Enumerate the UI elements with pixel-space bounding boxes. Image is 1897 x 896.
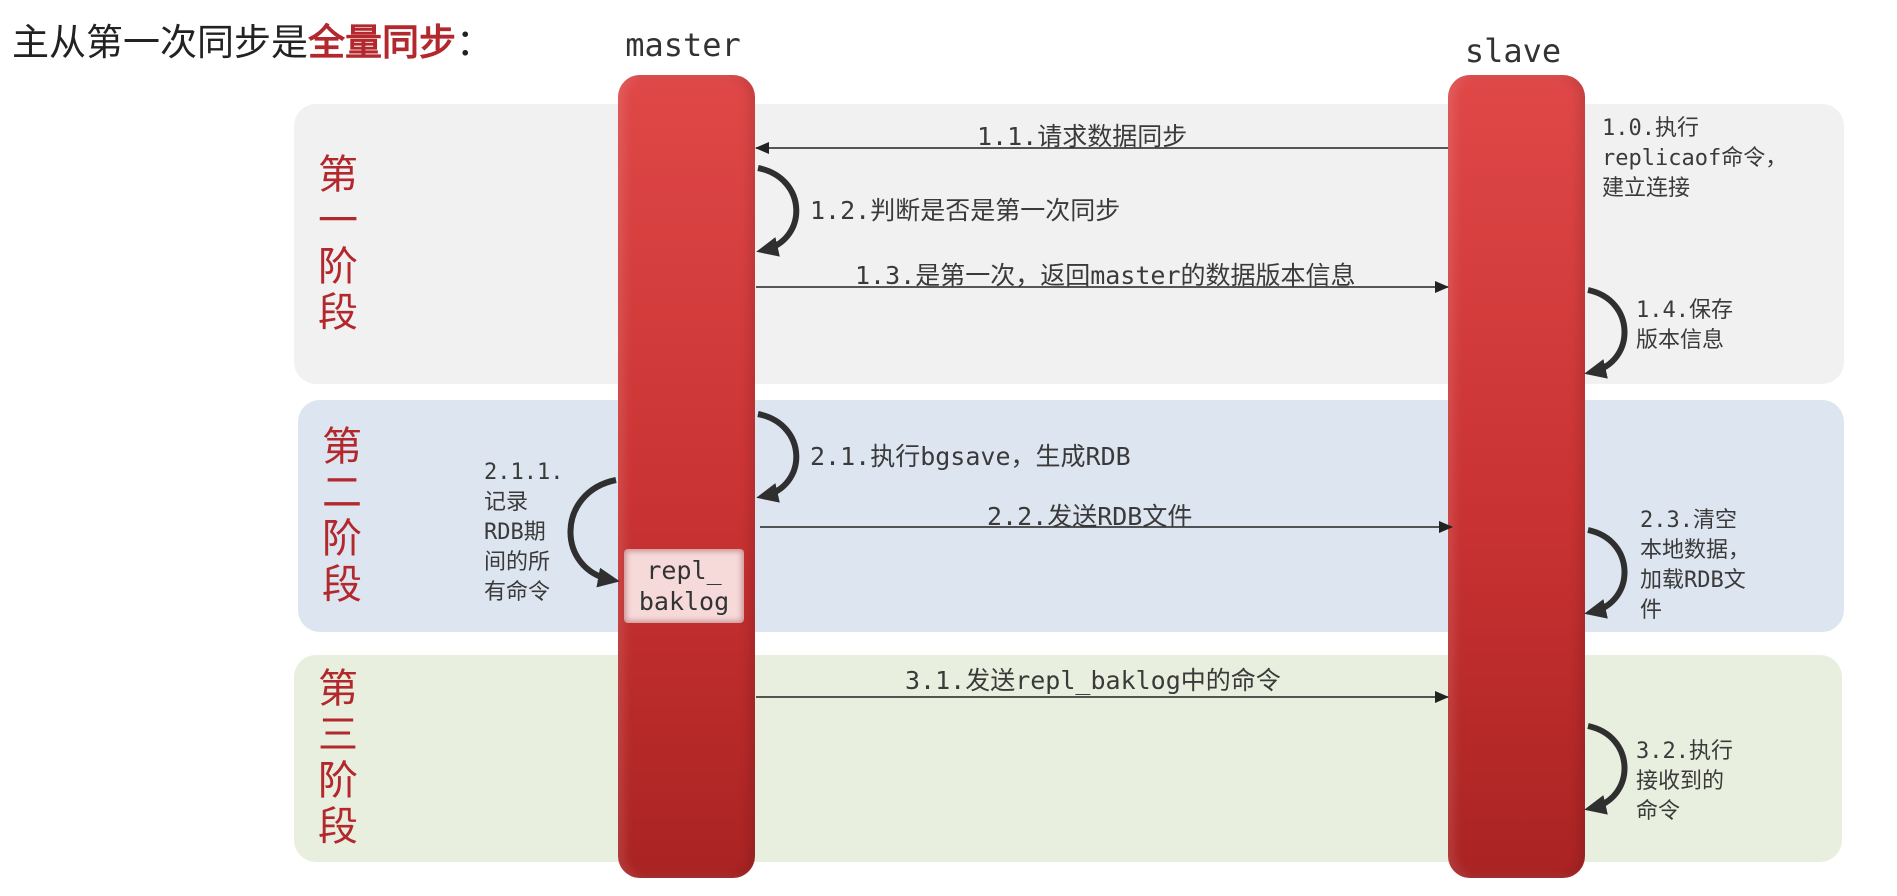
- note-3-2: 3.2.执行 接收到的 命令: [1636, 737, 1733, 827]
- message-1-2: 1.2.判断是否是第一次同步: [810, 196, 1121, 225]
- title-prefix: 主从第一次同步是: [12, 21, 308, 64]
- phase-3-char: 段: [318, 804, 358, 850]
- title-highlight: 全量同步: [308, 21, 456, 64]
- buffer-label: baklog: [638, 587, 730, 616]
- phase-1-char: 第: [318, 152, 358, 198]
- note-1-0: 1.0.执行 replicaof命令， 建立连接: [1602, 114, 1787, 204]
- message-3-1: 3.1.发送repl_baklog中的命令: [905, 666, 1281, 695]
- note-line: 建立连接: [1602, 176, 1691, 201]
- phase-1-char: 阶: [318, 244, 358, 290]
- note-line: 版本信息: [1636, 328, 1725, 353]
- note-line: replicaof命令，: [1602, 146, 1788, 171]
- note-2-3: 2.3.清空 本地数据， 加载RDB文 件: [1640, 506, 1750, 626]
- loop-2-1-1: [567, 477, 620, 588]
- message-2-2: 2.2.发送RDB文件: [987, 502, 1193, 531]
- note-line: 件: [1640, 598, 1663, 623]
- phase-2-label: 第 二 阶 段: [312, 424, 372, 608]
- master-lifeline: [618, 75, 755, 878]
- phase-3-char: 三: [318, 712, 358, 758]
- note-line: 1.0.执行: [1602, 116, 1699, 141]
- phase-2-char: 二: [322, 470, 362, 516]
- phase-2-char: 段: [322, 562, 362, 608]
- slave-header: slave: [1464, 32, 1562, 70]
- loop-1-4: [1584, 287, 1628, 379]
- phase-2-char: 第: [322, 424, 362, 470]
- message-2-1: 2.1.执行bgsave，生成RDB: [810, 442, 1131, 471]
- message-1-1: 1.1.请求数据同步: [977, 122, 1188, 151]
- note-line: 间的所: [484, 550, 551, 575]
- message-1-3: 1.3.是第一次，返回master的数据版本信息: [855, 261, 1356, 290]
- note-line: 3.2.执行: [1636, 739, 1733, 764]
- note-line: 有命令: [484, 580, 551, 605]
- note-line: 记录: [484, 490, 529, 515]
- note-line: 命令: [1636, 799, 1681, 824]
- repl-baklog-buffer: repl_ baklog: [624, 549, 744, 623]
- note-line: RDB期: [484, 520, 546, 545]
- buffer-label: repl_: [646, 556, 722, 585]
- note-line: 接收到的: [1636, 769, 1725, 794]
- phase-1-label: 第 一 阶 段: [308, 152, 368, 336]
- slave-lifeline: [1448, 75, 1585, 878]
- note-line: 本地数据，: [1640, 538, 1751, 563]
- phase-2-char: 阶: [322, 516, 362, 562]
- loop-2-1: [756, 411, 800, 503]
- title-suffix: ：: [456, 21, 493, 64]
- loop-1-2: [756, 165, 800, 257]
- loop-2-3: [1584, 527, 1628, 619]
- phase-1-band: [294, 104, 1844, 384]
- master-header: master: [625, 26, 741, 64]
- phase-3-char: 阶: [318, 758, 358, 804]
- phase-3-char: 第: [318, 666, 358, 712]
- loop-3-2: [1584, 723, 1628, 815]
- note-line: 1.4.保存: [1636, 298, 1733, 323]
- page-title: 主从第一次同步是全量同步：: [12, 12, 493, 66]
- phase-1-char: 一: [318, 198, 358, 244]
- phase-2-band: [298, 400, 1844, 632]
- note-line: 加载RDB文: [1640, 568, 1746, 593]
- note-line: 2.3.清空: [1640, 508, 1737, 533]
- note-2-1-1: 2.1.1. 记录 RDB期 间的所 有命令: [484, 458, 563, 608]
- phase-3-label: 第 三 阶 段: [308, 666, 368, 850]
- note-line: 2.1.1.: [484, 460, 564, 485]
- note-1-4: 1.4.保存 版本信息: [1636, 296, 1733, 356]
- phase-1-char: 段: [318, 290, 358, 336]
